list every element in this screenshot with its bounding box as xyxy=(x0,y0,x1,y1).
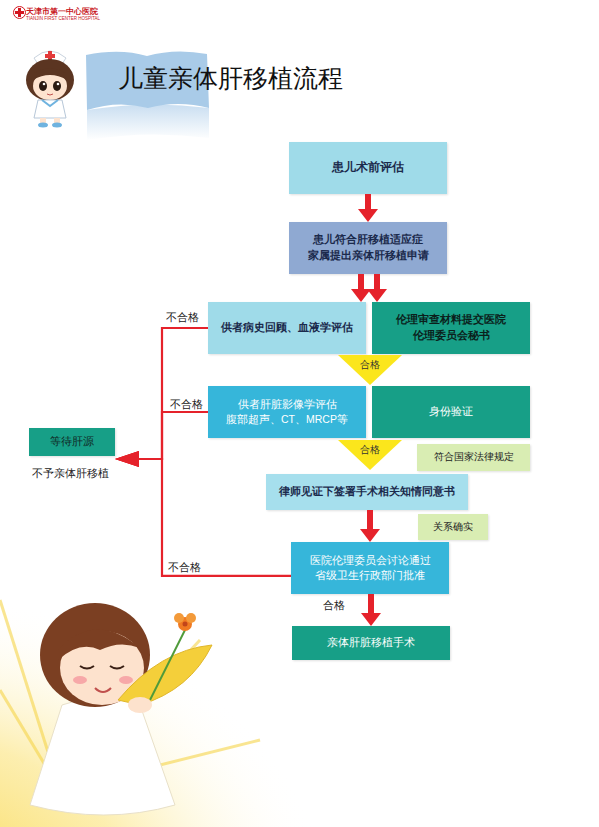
node-text: 合格 xyxy=(360,443,380,458)
flow-arrow xyxy=(351,274,371,302)
pass-triangle: 合格 xyxy=(338,440,402,470)
pass-triangle: 合格 xyxy=(338,355,402,385)
process-box: 身份验证 xyxy=(372,386,530,438)
triangle-fill xyxy=(338,355,402,385)
process-box: 伦理审查材料提交医院 伦理委员会秘书 xyxy=(372,302,530,354)
arrow-line xyxy=(358,274,364,289)
flow-arrow xyxy=(115,328,208,467)
nurse-cartoon xyxy=(26,51,74,128)
process-box: 亲体肝脏移植手术 xyxy=(292,626,450,660)
condition-tag: 关系确实 xyxy=(418,514,488,540)
arrow-head xyxy=(358,209,378,222)
node-text: 供者病史回顾、血液学评估 xyxy=(221,320,353,336)
arrow-head xyxy=(361,613,381,626)
arrow-line xyxy=(368,594,374,613)
arrow-line xyxy=(374,274,380,289)
flow-arrow xyxy=(115,451,291,576)
node-text: 合格 xyxy=(360,358,380,373)
hospital-logo xyxy=(14,7,26,19)
triangle-fill xyxy=(338,440,402,470)
condition-tag: 符合国家法律规定 xyxy=(417,444,530,471)
arrow-line xyxy=(139,459,291,576)
edge-label: 不合格 xyxy=(166,311,199,325)
arrow-line xyxy=(365,194,371,209)
node-text: 关系确实 xyxy=(433,520,473,535)
node-text: 患儿符合肝移植适应症 家属提出亲体肝移植申请 xyxy=(295,232,441,264)
arrow-head xyxy=(367,289,387,302)
process-box: 供者肝脏影像学评估 腹部超声、CT、MRCP等 xyxy=(208,386,366,438)
node-text: 符合国家法律规定 xyxy=(434,450,514,465)
arrow-head xyxy=(115,451,139,467)
process-box: 供者病史回顾、血液学评估 xyxy=(208,302,366,354)
edge-label: 不合格 xyxy=(170,398,203,412)
flow-arrow xyxy=(367,274,387,302)
arrow-line xyxy=(139,328,208,459)
note-label: TIANJIN FIRST CENTER HOSPITAL xyxy=(26,16,100,21)
node-text: 身份验证 xyxy=(429,404,473,420)
process-box: 医院伦理委员会讨论通过 省级卫生行政部门批准 xyxy=(291,542,449,594)
flow-arrow xyxy=(361,594,381,626)
process-box: 律师见证下签署手术相关知情同意书 xyxy=(266,474,468,510)
page-title: 儿童亲体肝移植流程 xyxy=(118,62,343,95)
girl-illustration xyxy=(0,590,330,827)
flow-arrow xyxy=(115,412,208,467)
node-text: 供者肝脏影像学评估 腹部超声、CT、MRCP等 xyxy=(214,397,360,427)
arrow-line xyxy=(367,510,373,529)
arrow-line xyxy=(139,412,208,459)
flow-arrow xyxy=(358,194,378,222)
result-box: 等待肝源 xyxy=(29,428,115,456)
flow-arrow xyxy=(360,510,380,542)
process-box: 患儿符合肝移植适应症 家属提出亲体肝移植申请 xyxy=(289,222,447,274)
edge-label: 合格 xyxy=(323,599,345,613)
arrow-head xyxy=(351,289,371,302)
arrow-head xyxy=(360,529,380,542)
arrow-head xyxy=(115,451,139,467)
node-text: 等待肝源 xyxy=(50,434,94,450)
node-text: 律师见证下签署手术相关知情同意书 xyxy=(279,484,455,500)
edge-label: 不合格 xyxy=(168,561,201,575)
node-text: 医院伦理委员会讨论通过 省级卫生行政部门批准 xyxy=(297,553,443,583)
process-box: 患儿术前评估 xyxy=(289,142,447,194)
node-text: 伦理审查材料提交医院 伦理委员会秘书 xyxy=(378,312,524,344)
note-label: 天津市第一中心医院 xyxy=(26,7,98,17)
node-text: 患儿术前评估 xyxy=(332,159,404,176)
arrow-head xyxy=(115,451,139,467)
node-text: 亲体肝脏移植手术 xyxy=(327,635,415,651)
note-label: 不予亲体肝移植 xyxy=(32,467,109,481)
